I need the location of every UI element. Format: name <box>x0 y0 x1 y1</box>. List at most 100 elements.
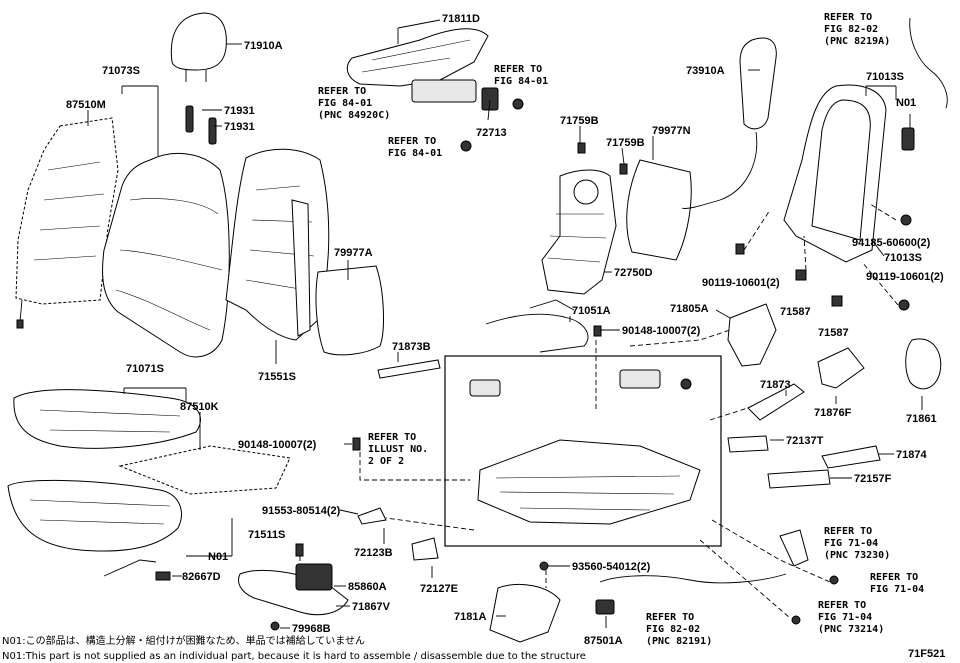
part-label-85860A: 85860A <box>348 581 387 593</box>
part-label-71811D: 71811D <box>442 13 480 25</box>
part-label-71874: 71874 <box>896 449 927 461</box>
part-label-71931-b: 71931 <box>224 121 255 133</box>
part-label-93560: 93560-54012(2) <box>572 561 651 573</box>
seat-cushion-cover-illustration <box>13 389 201 449</box>
refer-fig-84-01-a-line3: (PNC 84920C) <box>318 110 390 121</box>
part-label-7181A: 7181A <box>454 611 486 623</box>
refer-illust-line1: REFER TO <box>368 432 416 443</box>
refer-fig-71-04-a-line2: FIG 71-04 <box>824 538 878 549</box>
headrest-illustration <box>170 12 227 82</box>
foot-covers-illustration <box>295 437 439 561</box>
refer-illust-line3: 2 OF 2 <box>368 456 404 467</box>
part-label-91553: 91553-80514(2) <box>262 505 341 517</box>
footnotes: N01:この部品は、構造上分解・組付けが困難なため、単品では補給していません N… <box>2 634 945 662</box>
seatback-back-board-illustration <box>626 159 692 261</box>
part-label-71759B-a: 71759B <box>560 115 599 127</box>
part-label-72123B: 72123B <box>354 547 393 559</box>
seat-track-illustration <box>489 561 787 643</box>
part-label-73910A: 73910A <box>686 65 725 77</box>
part-label-72137T: 72137T <box>786 435 824 447</box>
headrest-guide-illustration <box>185 105 217 145</box>
refer-fig-71-04-a-line3: (PNC 73230) <box>824 550 890 561</box>
occupant-sensor-illustration <box>103 559 171 581</box>
refer-fig-71-04-c-line3: (PNC 73214) <box>818 624 884 635</box>
part-label-90148-a: 90148-10007(2) <box>622 325 701 337</box>
part-label-82667D: 82667D <box>182 571 221 583</box>
part-label-90119-b: 90119-10601(2) <box>866 271 944 283</box>
right-trims-illustration <box>727 338 942 625</box>
refer-fig-71-04-c-line1: REFER TO <box>818 600 866 611</box>
part-label-72713: 72713 <box>476 127 507 139</box>
seat-cushion-pad-illustration <box>7 479 182 552</box>
part-label-71876F: 71876F <box>814 407 852 419</box>
refer-fig-71-04-a-line1: REFER TO <box>824 526 872 537</box>
refer-fig-71-04-c-line2: FIG 71-04 <box>818 612 872 623</box>
part-label-79977A: 79977A <box>334 247 373 259</box>
part-label-87501A: 87501A <box>584 635 623 647</box>
figure-id: 71F521 <box>908 648 945 660</box>
seat-adjuster-box <box>444 355 722 547</box>
part-label-71587-a: 71587 <box>780 306 811 318</box>
refer-illust-line2: ILLUST NO. <box>368 444 428 455</box>
seatback-board-illustration <box>315 265 384 356</box>
refer-fig-84-01-a-line2: FIG 84-01 <box>318 98 372 109</box>
part-label-N01-a: N01 <box>896 97 916 109</box>
refer-fig-84-01-b-line2: FIG 84-01 <box>494 76 548 87</box>
refer-fig-82-02-a-line3: (PNC 8219A) <box>824 36 890 47</box>
refer-fig-82-02-b-line1: REFER TO <box>646 612 694 623</box>
part-label-87510K: 87510K <box>180 401 219 413</box>
refer-fig-82-02-b-line2: FIG 82-02 <box>646 624 700 635</box>
part-label-71511S: 71511S <box>248 529 285 541</box>
refer-to-notes: REFER TO FIG 82-02 (PNC 8219A) REFER TO … <box>318 12 924 647</box>
part-label-94185: 94185-60600(2) <box>852 237 931 249</box>
part-label-71805A: 71805A <box>670 303 709 315</box>
assembly-dashed-lines <box>299 203 899 619</box>
part-label-79968B: 79968B <box>292 623 331 635</box>
seat-cushion-heater-illustration <box>118 445 291 495</box>
recliner-cover-illustration <box>727 303 777 367</box>
part-label-87510M: 87510M <box>66 99 106 111</box>
part-label-71073S: 71073S <box>102 65 140 77</box>
leader-lines <box>87 19 923 629</box>
part-label-N01-b: N01 <box>208 551 228 563</box>
part-label-71051A: 71051A <box>572 305 611 317</box>
side-airbag-illustration <box>681 37 777 209</box>
part-labels: 71910A 71073S 87510M 71931 71931 71811D … <box>66 13 944 647</box>
seatback-frame-pad-illustration <box>225 148 330 341</box>
part-label-90119-a: 90119-10601(2) <box>702 277 780 289</box>
seatback-heater-pad-illustration <box>15 117 119 329</box>
part-label-71931-a: 71931 <box>224 105 255 117</box>
part-label-79977N: 79977N <box>652 125 691 137</box>
part-label-90148-b: 90148-10007(2) <box>238 439 317 451</box>
seatback-cover-illustration <box>102 152 230 358</box>
part-label-71910A: 71910A <box>244 40 283 52</box>
part-label-71551S: 71551S <box>258 371 296 383</box>
part-label-72157F: 72157F <box>854 473 892 485</box>
refer-fig-84-01-a-line1: REFER TO <box>318 86 366 97</box>
seatback-frame-illustration <box>735 17 948 311</box>
part-label-71013S-a: 71013S <box>866 71 904 83</box>
lumbar-support-illustration <box>541 142 628 295</box>
part-label-71013S-b: 71013S <box>884 252 922 264</box>
refer-fig-71-04-b-line2: FIG 71-04 <box>870 584 924 595</box>
side-trim-illustration <box>346 28 489 87</box>
part-label-71861: 71861 <box>906 413 937 425</box>
refer-fig-82-02-a-line1: REFER TO <box>824 12 872 23</box>
part-label-71587-b: 71587 <box>818 327 849 339</box>
front-trim-illustration <box>238 563 349 631</box>
footnote-japanese: N01:この部品は、構造上分解・組付けが困難なため、単品では補給していません <box>2 634 365 647</box>
part-label-71071S: 71071S <box>126 363 164 375</box>
lumbar-motor-illustration <box>411 79 524 152</box>
refer-fig-84-01-c-line2: FIG 84-01 <box>388 148 442 159</box>
refer-fig-71-04-b-line1: REFER TO <box>870 572 918 583</box>
rail-cover-illustration <box>377 359 441 379</box>
footnote-english: N01:This part is not supplied as an indi… <box>2 651 586 662</box>
part-label-71873: 71873 <box>760 379 791 391</box>
refer-fig-82-02-a-line2: FIG 82-02 <box>824 24 878 35</box>
seat-harness-illustration <box>485 299 602 353</box>
part-label-71759B-b: 71759B <box>606 137 645 149</box>
refer-fig-82-02-b-line3: (PNC 82191) <box>646 636 712 647</box>
part-label-72750D: 72750D <box>614 267 653 279</box>
part-label-71867V: 71867V <box>352 601 391 613</box>
